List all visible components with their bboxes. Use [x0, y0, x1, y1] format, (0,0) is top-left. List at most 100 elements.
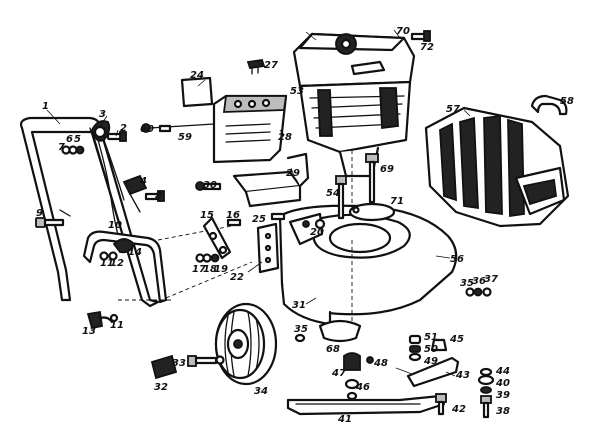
part-number: 10: [108, 220, 122, 231]
deck-bracket: [232, 152, 310, 208]
assembly-line-frame: [165, 261, 253, 299]
part-number: 2: [120, 123, 127, 134]
wheel-washer: [294, 333, 306, 343]
part-number: 49: [423, 356, 438, 367]
part-number: 59: [178, 132, 192, 143]
part-number: 8: [155, 191, 162, 202]
spring-clip: [246, 59, 266, 75]
part-number: 37: [484, 274, 498, 285]
wheel: [214, 302, 278, 386]
part-number: 27: [264, 60, 278, 71]
part-number: 56: [450, 254, 464, 265]
deck-pin: [270, 212, 326, 230]
part-number: 41: [337, 414, 352, 425]
part-number: 38: [496, 406, 510, 417]
throttle-rod: [141, 123, 215, 133]
part-number: 18: [203, 264, 217, 275]
part-number: 48: [373, 358, 388, 369]
handle-bolt: [106, 131, 127, 142]
engine: [292, 32, 416, 178]
part-number: 34: [254, 386, 268, 397]
part-number: 71: [390, 196, 404, 207]
cable-clamp: [122, 174, 148, 213]
engine-gasket: [348, 202, 396, 222]
part-number: 72: [420, 42, 434, 53]
part-number: 29: [286, 168, 300, 179]
part-number: 22: [230, 272, 244, 283]
washer-stack: [61, 145, 85, 155]
part-number: 47: [331, 368, 346, 379]
grass-catcher: [424, 106, 570, 228]
cutting-blade: [286, 394, 446, 416]
part-number: 11: [100, 258, 114, 269]
part-number-labels: 1 2 3 4 5 6 7 8 9 10 11 11 12 13 14 15 1…: [36, 26, 574, 425]
leader-lines: [46, 29, 471, 377]
lower-handle-washers: [99, 251, 118, 261]
part-number: 40: [495, 378, 510, 389]
part-number: 12: [110, 258, 124, 269]
mower-deck: [278, 204, 458, 326]
part-number: 35: [294, 324, 308, 335]
part-number: 19: [214, 264, 228, 275]
part-number: 24: [190, 70, 204, 81]
part-number: 15: [200, 210, 214, 221]
lower-handle-frame: [82, 230, 168, 304]
part-number: 13: [82, 326, 96, 337]
lever-fixings: [195, 218, 242, 263]
part-number: 43: [455, 370, 470, 381]
part-number: 4: [139, 176, 147, 187]
part-number: 20: [310, 227, 324, 238]
part-number: 5: [74, 134, 81, 145]
bracket-bolt: [195, 181, 222, 191]
part-number: 25: [252, 214, 266, 225]
blade-nut-set: [408, 334, 448, 362]
part-number: 58: [560, 96, 574, 107]
control-housing: [212, 94, 288, 164]
part-number: 7: [58, 142, 65, 153]
wheel-bolt: [187, 355, 225, 367]
part-number: 44: [495, 366, 510, 377]
part-number: 53: [290, 86, 304, 97]
engine-mount-bolt: [335, 175, 347, 220]
part-number: 30: [203, 180, 217, 191]
engine-long-bolt: [365, 153, 379, 204]
axle-stack: [477, 367, 495, 419]
handle-bar: [19, 116, 160, 308]
part-number: 57: [446, 104, 460, 115]
part-number: 42: [451, 404, 466, 415]
part-number: 46: [355, 382, 370, 393]
blade-bolt: [435, 393, 447, 416]
part-number: 14: [128, 247, 142, 258]
catcher-handle: [530, 94, 568, 116]
handle-foot-clip: [86, 310, 119, 330]
part-number: 3: [99, 109, 106, 120]
part-number: 69: [380, 164, 394, 175]
part-number: 28: [278, 132, 292, 143]
side-bracket: [256, 222, 280, 274]
part-number: 36: [472, 276, 486, 287]
part-number: 51: [424, 332, 438, 343]
height-adjust-lever: [202, 216, 232, 260]
part-number: 32: [154, 382, 168, 393]
part-number: 70: [396, 26, 410, 37]
engine-cap-screw: [410, 30, 431, 42]
part-number: 9: [36, 208, 43, 219]
handle-lower-bolt: [35, 217, 65, 228]
part-number: 68: [326, 344, 340, 355]
part-number: 11: [110, 320, 124, 331]
part-number: 33: [172, 358, 186, 369]
part-number: 60: [140, 124, 154, 135]
instruction-plate: [180, 76, 214, 108]
part-number: 1: [42, 101, 49, 112]
part-number: 45: [449, 334, 464, 345]
part-number: 35: [460, 278, 474, 289]
part-number: 16: [226, 210, 240, 221]
blade-adapter: [318, 319, 374, 401]
part-number: 39: [496, 390, 510, 401]
part-number: 6: [66, 134, 73, 145]
spare-blade: [406, 356, 460, 388]
part-number: 17: [192, 264, 206, 275]
right-washers: [465, 287, 492, 297]
wheel-cap: [150, 354, 178, 380]
